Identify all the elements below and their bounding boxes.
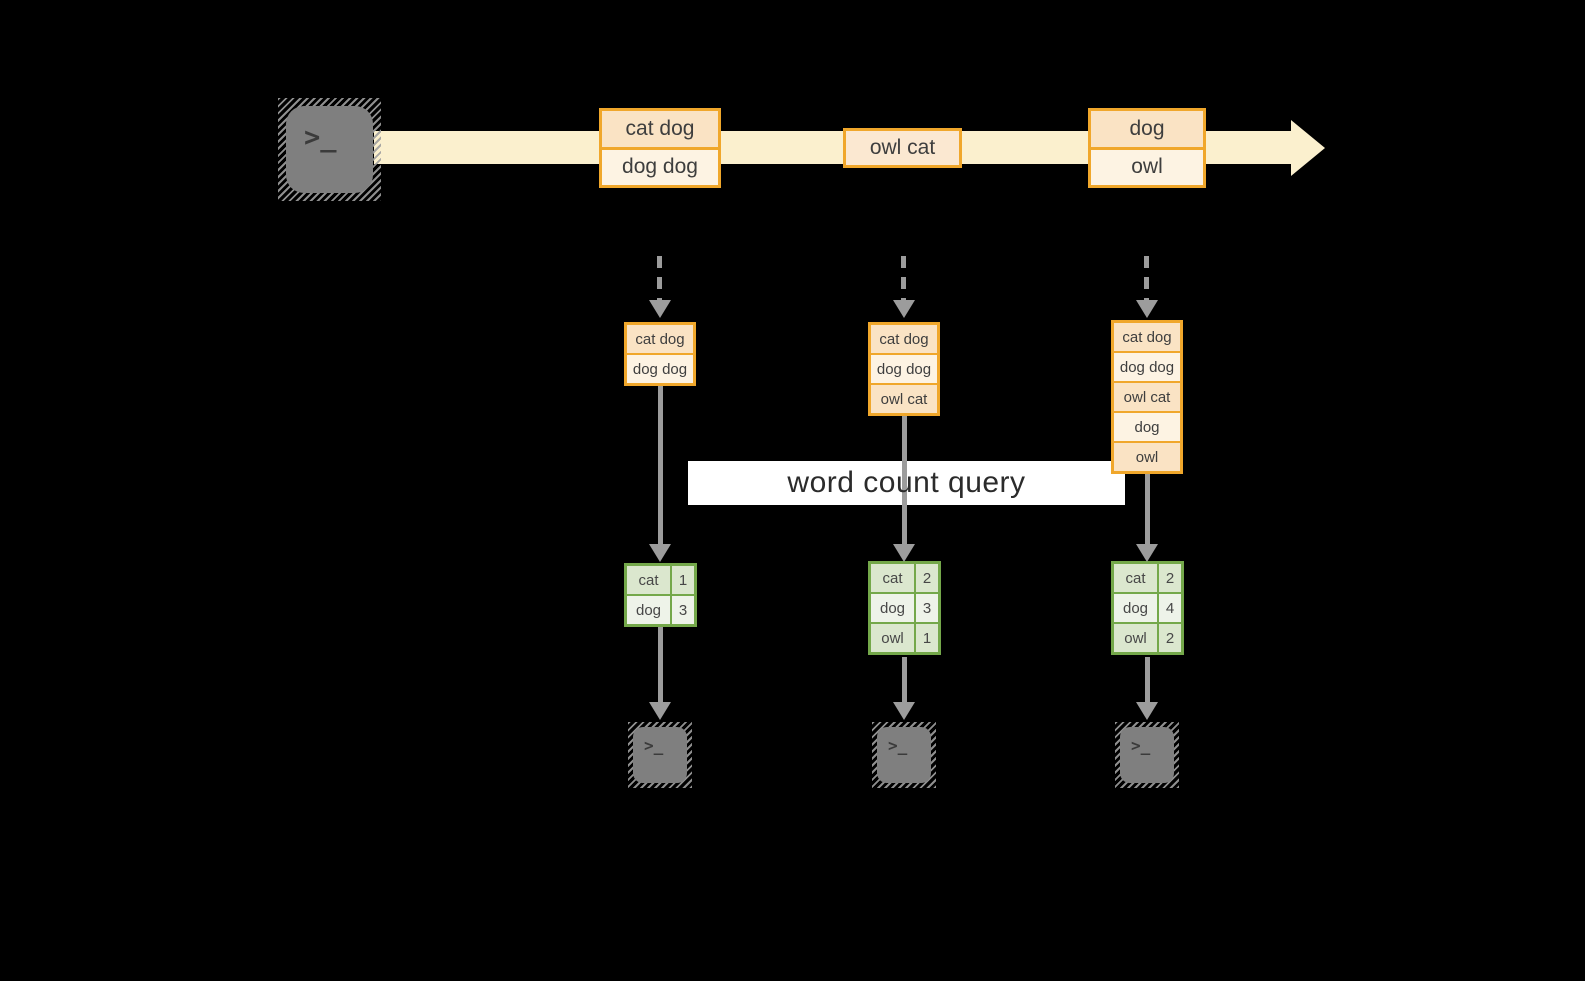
stream-batch-box-3: dog owl	[1088, 108, 1206, 188]
word-cell: dog	[1114, 594, 1157, 622]
arrow-head-icon	[1136, 702, 1158, 720]
batch-line: dog	[1091, 111, 1203, 147]
terminal-prompt-icon: >_	[644, 736, 664, 755]
word-cell: cat	[1114, 564, 1157, 592]
arrow-line	[902, 416, 907, 544]
dashed-arrow-line	[1144, 256, 1149, 300]
dashed-arrow-line	[901, 256, 906, 300]
terminal-screen: >_	[877, 727, 931, 783]
count-cell: 3	[916, 594, 938, 622]
word-cell: cat	[871, 564, 914, 592]
count-cell: 2	[1159, 624, 1181, 652]
batch-line: dog dog	[602, 146, 718, 185]
arrow-line	[902, 657, 907, 702]
sink-terminal-icon: >_	[628, 722, 692, 788]
count-cell: 2	[916, 564, 938, 592]
stream-arrow-head-icon	[1291, 120, 1325, 176]
state-line: cat dog	[1114, 323, 1180, 351]
state-stack-2: cat dog dog dog owl cat	[868, 322, 940, 416]
terminal-screen: >_	[286, 106, 373, 193]
state-line: owl cat	[1114, 381, 1180, 411]
count-cell: 2	[1159, 564, 1181, 592]
source-terminal-icon: >_	[278, 98, 381, 201]
terminal-prompt-icon: >_	[888, 736, 908, 755]
dashed-arrow-head-icon	[649, 300, 671, 318]
state-line: cat dog	[627, 325, 693, 353]
word-cell: owl	[871, 624, 914, 652]
state-line: dog	[1114, 411, 1180, 441]
sink-terminal-icon: >_	[1115, 722, 1179, 788]
count-cell: 1	[672, 566, 694, 594]
dashed-arrow-line	[657, 256, 662, 300]
query-label: word count query	[787, 466, 1026, 499]
count-cell: 3	[672, 596, 694, 624]
stream-batch-box-1: cat dog dog dog	[599, 108, 721, 188]
word-cell: dog	[627, 596, 670, 624]
stream-batch-box-2: owl cat	[843, 128, 962, 168]
arrow-line	[1145, 657, 1150, 702]
word-cell: dog	[871, 594, 914, 622]
word-cell: cat	[627, 566, 670, 594]
batch-line: owl cat	[846, 131, 959, 165]
terminal-screen: >_	[633, 727, 687, 783]
arrow-head-icon	[1136, 544, 1158, 562]
arrow-head-icon	[893, 544, 915, 562]
arrow-line	[1145, 474, 1150, 544]
word-cell: owl	[1114, 624, 1157, 652]
state-stack-3: cat dog dog dog owl cat dog owl	[1111, 320, 1183, 474]
count-cell: 4	[1159, 594, 1181, 622]
terminal-screen: >_	[1120, 727, 1174, 783]
sink-terminal-icon: >_	[872, 722, 936, 788]
result-table-1: cat 1 dog 3	[624, 563, 697, 627]
arrow-line	[658, 627, 663, 702]
batch-line: cat dog	[602, 111, 718, 147]
arrow-head-icon	[649, 702, 671, 720]
state-stack-1: cat dog dog dog	[624, 322, 696, 386]
state-line: owl	[1114, 441, 1180, 471]
result-table-3: cat 2 dog 4 owl 2	[1111, 561, 1184, 655]
state-line: dog dog	[627, 353, 693, 383]
state-line: cat dog	[871, 325, 937, 353]
terminal-prompt-icon: >_	[1131, 736, 1151, 755]
dashed-arrow-head-icon	[893, 300, 915, 318]
arrow-line	[658, 386, 663, 544]
state-line: dog dog	[871, 353, 937, 383]
arrow-head-icon	[893, 702, 915, 720]
count-cell: 1	[916, 624, 938, 652]
terminal-prompt-icon: >_	[304, 122, 337, 153]
state-line: dog dog	[1114, 351, 1180, 381]
dashed-arrow-head-icon	[1136, 300, 1158, 318]
arrow-head-icon	[649, 544, 671, 562]
state-line: owl cat	[871, 383, 937, 413]
batch-line: owl	[1091, 146, 1203, 185]
result-table-2: cat 2 dog 3 owl 1	[868, 561, 941, 655]
